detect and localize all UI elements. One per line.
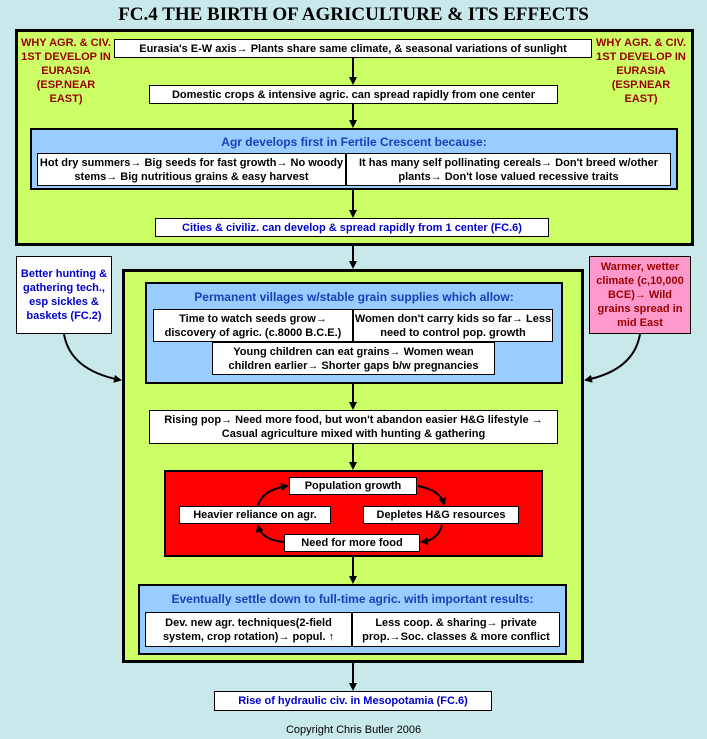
- side-note-right: WHY AGR. & CIV. 1ST DEVELOP IN EURASIA (…: [595, 37, 687, 105]
- box-cities: Cities & civiliz. can develop & spread r…: [155, 218, 549, 237]
- settle-result-left: Dev. new agr. techniques(2-field system,…: [145, 612, 352, 647]
- villages-reason-b: Women don't carry kids so far→ Less need…: [353, 309, 553, 342]
- fertile-reason-left: Hot dry summers→ Big seeds for fast grow…: [37, 153, 346, 186]
- box-rising-pop: Rising pop→ Need more food, but won't ab…: [149, 410, 558, 444]
- cycle-arrow-bottom-left: [255, 524, 285, 543]
- cycle-heavier-reliance: Heavier reliance on agr.: [179, 506, 331, 524]
- box-eurasia-axis: Eurasia's E-W axis→ Plants share same cl…: [114, 39, 592, 58]
- right-cause-climate: Warmer, wetter climate (c,10,000 BCE)→ W…: [589, 256, 691, 334]
- settle-result-right: Less coop. & sharing→ private prop.→Soc.…: [352, 612, 560, 647]
- fertile-reason-right: It has many self pollinating cereals→ Do…: [346, 153, 671, 186]
- left-cause-hunting-tech: Better hunting & gathering tech., esp si…: [16, 256, 112, 334]
- cycle-arrow-top-right: [417, 485, 447, 506]
- box-hydraulic-civ: Rise of hydraulic civ. in Mesopotamia (F…: [214, 691, 492, 711]
- cycle-arrow-left-top: [257, 483, 289, 507]
- fertile-crescent-header: Agr develops first in Fertile Crescent b…: [221, 135, 487, 149]
- cycle-population-growth: Population growth: [289, 477, 417, 495]
- arrow-right-cause: [584, 333, 641, 383]
- villages-reason-a: Time to watch seeds grow→ discovery of a…: [153, 309, 353, 342]
- copyright: Copyright Chris Butler 2006: [285, 724, 422, 736]
- page-title: FC.4 THE BIRTH OF AGRICULTURE & ITS EFFE…: [118, 4, 589, 25]
- settle-header: Eventually settle down to full-time agri…: [171, 592, 534, 606]
- villages-header: Permanent villages w/stable grain suppli…: [194, 290, 514, 304]
- cycle-depletes-resources: Depletes H&G resources: [363, 506, 519, 524]
- cycle-arrow-right-bottom: [420, 524, 443, 546]
- cycle-need-more-food: Need for more food: [284, 534, 420, 552]
- box-domestic-crops: Domestic crops & intensive agric. can sp…: [149, 85, 558, 104]
- side-note-left: WHY AGR. & CIV. 1ST DEVELOP IN EURASIA (…: [20, 37, 112, 105]
- villages-reason-c: Young children can eat grains→ Women wea…: [212, 342, 495, 375]
- arrow-left-cause: [63, 333, 122, 383]
